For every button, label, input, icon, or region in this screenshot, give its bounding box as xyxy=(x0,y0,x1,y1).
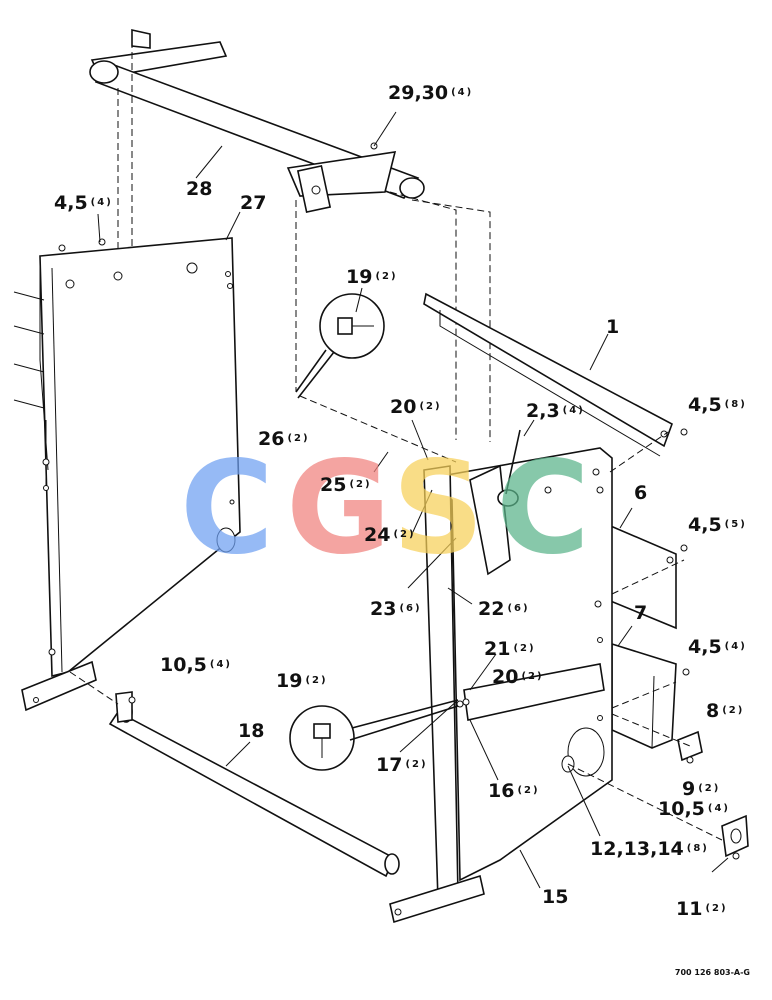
callout-8: 8(2) xyxy=(706,700,745,722)
callout-18: 18 xyxy=(238,720,265,742)
watermark-letter-c2: C xyxy=(496,434,590,583)
callout-19-a: 19(2) xyxy=(346,266,398,288)
callout-29-30: 29,30(4) xyxy=(388,82,474,104)
leader-lines xyxy=(97,111,729,889)
plate-8 xyxy=(677,730,703,762)
callout-9: 9(2) xyxy=(682,778,721,800)
callout-21: 21(2) xyxy=(484,638,536,660)
detail-circle-lower xyxy=(289,699,459,771)
callout-10-5-b: 10,5(4) xyxy=(658,798,730,820)
callout-7: 7 xyxy=(634,602,648,624)
left-side-panel-27 xyxy=(13,237,241,712)
lower-tube-18 xyxy=(108,691,400,878)
callout-20-b: 20(2) xyxy=(492,666,544,688)
callout-11: 11(2) xyxy=(676,898,728,920)
callout-17: 17(2) xyxy=(376,754,428,776)
watermark-letter-c1: C xyxy=(180,434,274,583)
callout-22: 22(6) xyxy=(478,598,530,620)
detail-circle-upper xyxy=(295,293,385,399)
callout-1: 1 xyxy=(606,316,620,338)
callout-16: 16(2) xyxy=(488,780,540,802)
callout-4-5-c: 4,5(5) xyxy=(688,514,747,536)
callout-4-5-a: 4,5(4) xyxy=(54,192,113,214)
callout-26: 26(2) xyxy=(258,428,310,450)
callout-23: 23(6) xyxy=(370,598,422,620)
bracket-7 xyxy=(611,642,677,749)
callout-4-5-b: 4,5(8) xyxy=(688,394,747,416)
callout-28: 28 xyxy=(186,178,213,200)
watermark-letter-g: G xyxy=(286,434,392,583)
callout-10-5-a: 10,5(4) xyxy=(160,654,232,676)
callout-25: 25(2) xyxy=(320,474,372,496)
callout-2-3: 2,3(4) xyxy=(526,400,585,422)
callout-6: 6 xyxy=(634,482,648,504)
callout-4-5-d: 4,5(4) xyxy=(688,636,747,658)
channel-1 xyxy=(423,292,673,457)
callout-24: 24(2) xyxy=(364,524,416,546)
callout-20-a: 20(2) xyxy=(390,396,442,418)
right-side-panel-15 xyxy=(389,429,613,924)
watermark-letter-s: S xyxy=(392,434,485,583)
cross-tube-28 xyxy=(89,29,425,213)
callout-19-b: 19(2) xyxy=(276,670,328,692)
plate-11 xyxy=(721,814,749,858)
callout-12-13-14: 12,13,14(8) xyxy=(590,838,709,860)
callout-27: 27 xyxy=(240,192,267,214)
callout-15: 15 xyxy=(542,886,569,908)
drawing-reference-number: 700 126 803-A-G xyxy=(674,968,750,977)
